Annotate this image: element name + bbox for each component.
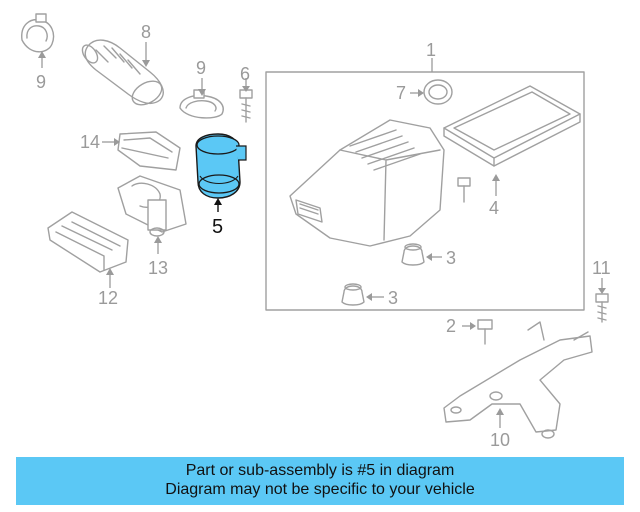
callout-12: 12: [98, 288, 118, 308]
part-3-grommet-lower: [341, 283, 365, 306]
part-9-clamp-left: [21, 13, 55, 53]
part-4-filter: [443, 85, 581, 167]
callout-2: 2: [446, 316, 456, 336]
callout-8: 8: [141, 22, 151, 42]
part-10-bracket: [443, 321, 593, 439]
part-9-clamp-center: [179, 89, 224, 119]
callout-14: 14: [80, 132, 100, 152]
part-13-bracket: [117, 175, 187, 237]
callout-6: 6: [240, 64, 250, 84]
part-7-seal: [423, 79, 453, 105]
part-1-bolt: [457, 177, 471, 203]
callout-3-lower: 3: [388, 288, 398, 308]
part-11-bolt: [595, 293, 609, 323]
part-1-air-cleaner-housing: [289, 119, 445, 247]
part-3-grommet-upper: [401, 243, 425, 266]
callout-4: 4: [489, 198, 499, 218]
parts-diagram: 9 8 9 6 14 13: [21, 13, 611, 450]
part-6-bolt: [239, 89, 253, 123]
part-1-group-box: [265, 71, 585, 311]
callout-1: 1: [426, 40, 436, 60]
callout-7: 7: [396, 83, 406, 103]
callout-11: 11: [592, 258, 611, 278]
info-banner: Part or sub-assembly is #5 in diagram Di…: [16, 457, 624, 505]
part-8-intake-hose: [81, 39, 164, 106]
callout-5: 5: [212, 216, 223, 238]
part-14-resonator: [117, 131, 181, 171]
banner-line-1: Part or sub-assembly is #5 in diagram: [185, 462, 455, 479]
callout-9-center: 9: [196, 58, 206, 78]
part-12-air-duct: [47, 211, 129, 273]
callout-10: 10: [490, 430, 510, 450]
callout-3-upper: 3: [446, 248, 456, 268]
callout-13: 13: [148, 258, 168, 278]
part-5-highlighted-tube: [195, 133, 247, 199]
part-2-bolt: [477, 319, 493, 345]
banner-line-2: Diagram may not be specific to your vehi…: [165, 481, 475, 498]
callout-9-left: 9: [36, 72, 46, 92]
